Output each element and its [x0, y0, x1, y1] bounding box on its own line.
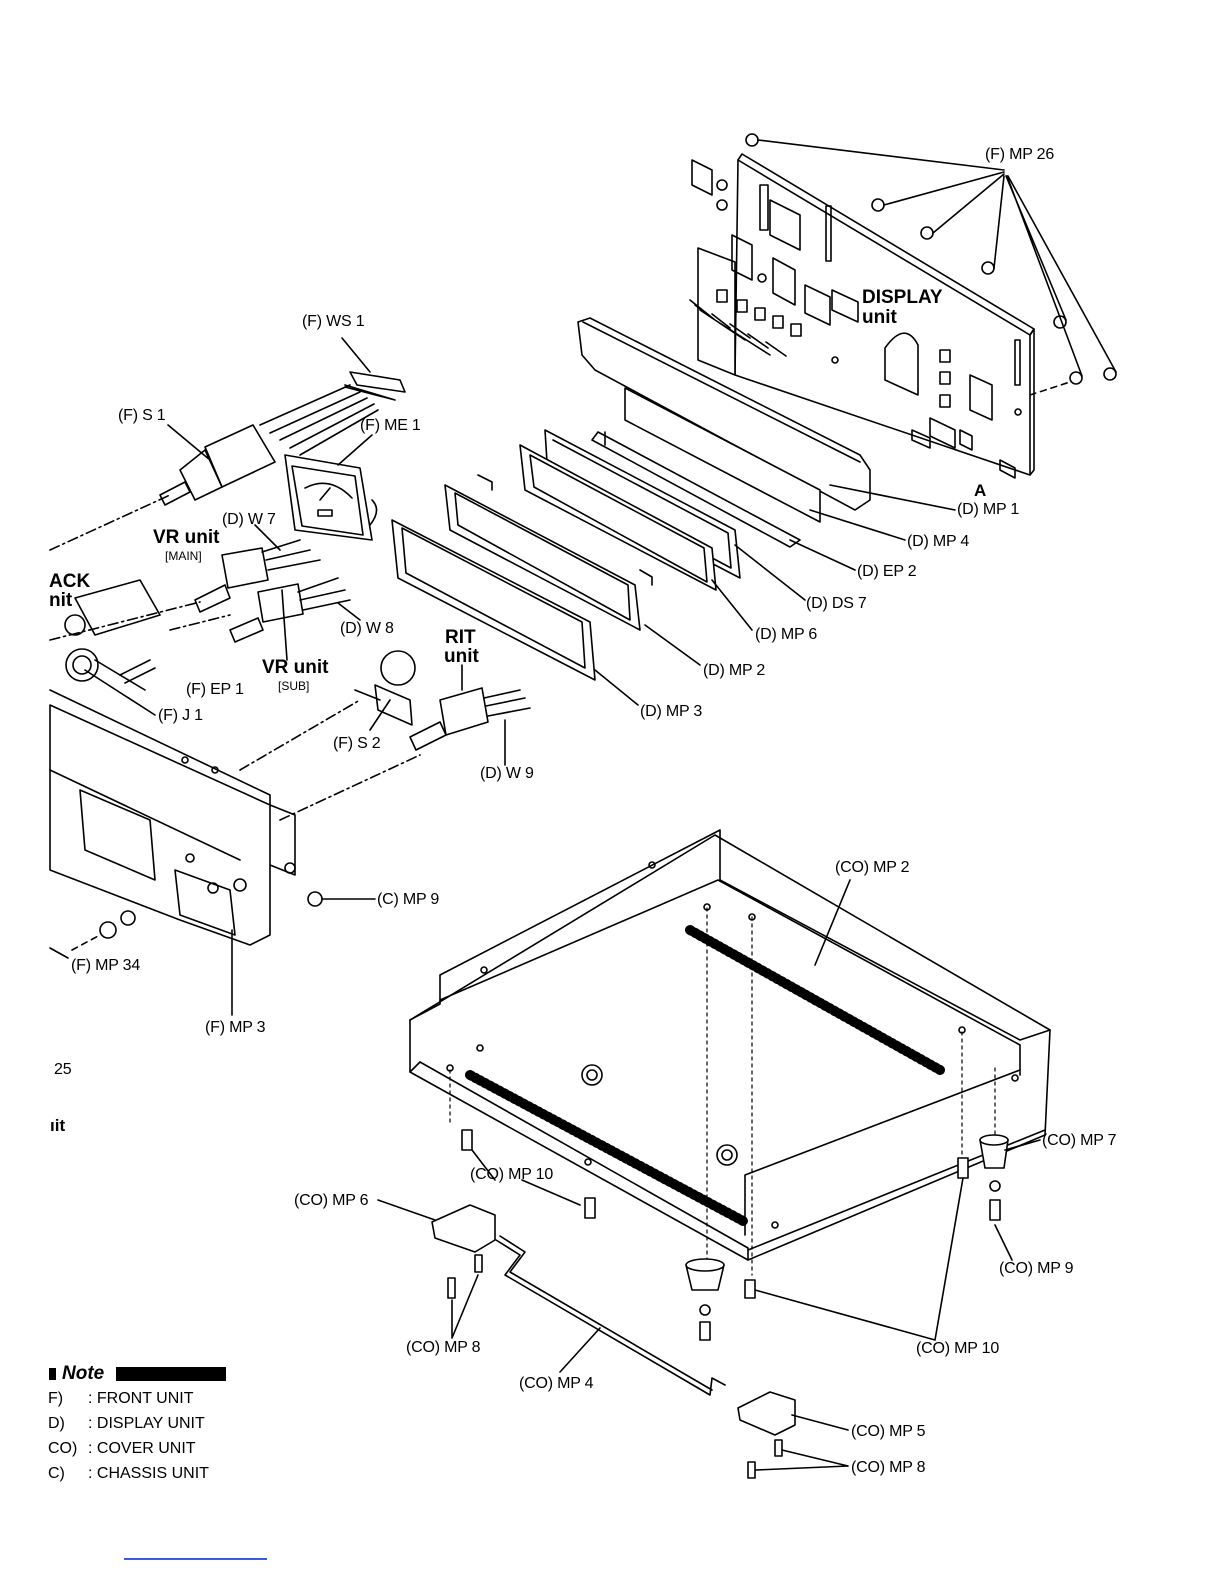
display-stack-parts	[391, 317, 956, 706]
label-co-mp9: (CO) MP 9	[999, 1260, 1074, 1277]
label-f-mp3: (F) MP 3	[205, 1019, 266, 1036]
label-display-unit: DISPLAY	[862, 287, 943, 308]
label-d-ds7: (D) DS 7	[806, 595, 867, 612]
label-d-mp1: (D) MP 1	[957, 501, 1020, 518]
legend-desc: : CHASSIS UNIT	[88, 1465, 209, 1482]
label-page-num-fragment: 25	[54, 1061, 72, 1078]
label-c-mp9: (C) MP 9	[377, 891, 440, 908]
legend-row-chassis: C) : CHASSIS UNIT	[48, 1465, 209, 1483]
cover-case	[409, 829, 1051, 1276]
label-f-j1: (F) J 1	[158, 707, 203, 724]
label-d-ep2: (D) EP 2	[857, 563, 917, 580]
note-bullet	[49, 1368, 56, 1380]
label-jack-unit: ACK	[49, 571, 91, 592]
label-co-mp5: (CO) MP 5	[851, 1423, 926, 1440]
legend-row-display: D) : DISPLAY UNIT	[48, 1415, 205, 1433]
label-co-mp6: (CO) MP 6	[294, 1192, 369, 1209]
label-a-mark: A	[974, 481, 987, 500]
label-co-mp2: (CO) MP 2	[835, 859, 910, 876]
note-title: Note	[62, 1363, 105, 1384]
legend-code: CO)	[48, 1440, 78, 1457]
label-vr-unit-main: VR unit	[153, 527, 220, 548]
label-co-mp8-right: (CO) MP 8	[851, 1459, 926, 1476]
label-co-mp10-right: (CO) MP 10	[916, 1340, 1000, 1357]
label-f-s1: (F) S 1	[118, 407, 166, 424]
label-f-ws1: (F) WS 1	[302, 313, 365, 330]
label-jack-unit-2: nit	[49, 590, 73, 611]
feet-and-stand	[377, 1129, 1041, 1479]
display-unit-board	[689, 153, 1035, 479]
label-rit-unit: RIT	[445, 627, 476, 648]
label-f-mp26: (F) MP 26	[985, 146, 1055, 163]
label-rit-unit-2: unit	[444, 646, 479, 667]
label-f-me1: (F) ME 1	[360, 417, 421, 434]
label-d-w8: (D) W 8	[340, 620, 394, 637]
front-chassis	[49, 689, 376, 1016]
label-vr-unit-sub: VR unit	[262, 657, 329, 678]
legend-desc: : DISPLAY UNIT	[88, 1415, 205, 1432]
legend-code: D)	[48, 1415, 65, 1432]
label-f-mp34: (F) MP 34	[71, 957, 141, 974]
legend-code: F)	[48, 1390, 64, 1407]
label-d-mp6: (D) MP 6	[755, 626, 818, 643]
legend-code: C)	[48, 1465, 65, 1482]
label-d-mp2: (D) MP 2	[703, 662, 766, 679]
label-display-unit-2: unit	[862, 307, 897, 328]
label-d-mp3: (D) MP 3	[640, 703, 703, 720]
label-co-mp4: (CO) MP 4	[519, 1375, 594, 1392]
label-f-ep1: (F) EP 1	[186, 681, 244, 698]
label-f-s2: (F) S 2	[333, 735, 381, 752]
legend-row-front: F) : FRONT UNIT	[48, 1390, 193, 1408]
legend-desc: : FRONT UNIT	[88, 1390, 194, 1407]
label-co-mp7: (CO) MP 7	[1042, 1132, 1117, 1149]
label-d-w9: (D) W 9	[480, 765, 534, 782]
label-vr-sub-sub: [SUB]	[278, 679, 310, 693]
label-unit-fragment: ıit	[50, 1116, 66, 1135]
label-co-mp8-left: (CO) MP 8	[406, 1339, 481, 1356]
label-co-mp10-left: (CO) MP 10	[470, 1166, 554, 1183]
front-components	[49, 337, 531, 821]
legend-desc: : COVER UNIT	[88, 1440, 196, 1457]
label-d-w7: (D) W 7	[222, 511, 276, 528]
legend-row-cover: CO) : COVER UNIT	[48, 1440, 196, 1458]
label-d-mp4: (D) MP 4	[907, 533, 970, 550]
label-vr-main-sub: [MAIN]	[165, 549, 202, 563]
blue-underline-link[interactable]	[124, 1558, 267, 1560]
note-title-bar	[116, 1367, 226, 1381]
screw-mp26-set	[716, 133, 1117, 396]
